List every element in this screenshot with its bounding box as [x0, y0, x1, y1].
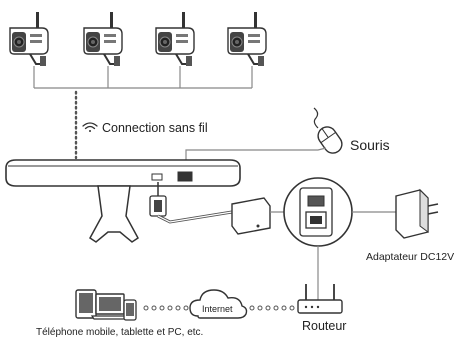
camera-icon: [83, 11, 123, 67]
nvr-power-cable: [149, 182, 233, 224]
router-port-zoom: [283, 177, 353, 247]
devices-label: Téléphone mobile, tablette et PC, etc.: [36, 327, 203, 338]
power-brick: [231, 197, 271, 235]
internet-label: Internet: [202, 304, 233, 314]
cloud-icon: [189, 289, 248, 319]
laptop-icon: [90, 293, 130, 320]
cloud-router-link: [249, 305, 295, 311]
adapter-label: Adaptateur DC12V: [366, 251, 454, 263]
wireless-label: Connection sans fil: [102, 121, 208, 135]
camera-bracket: [33, 66, 253, 89]
tablet-icon: [75, 289, 97, 319]
nvr-monitor: [5, 159, 241, 187]
router-icon: [297, 284, 343, 314]
adapter-icon: [395, 188, 439, 239]
mouse-label: Souris: [350, 137, 390, 153]
devices-cloud-link: [143, 305, 189, 311]
camera-icon: [155, 11, 195, 67]
mouse-cable: [313, 107, 319, 129]
wifi-icon: [82, 122, 98, 132]
monitor-stand: [89, 185, 139, 243]
phone-icon: [123, 299, 137, 321]
camera-icon: [9, 11, 49, 67]
router-label: Routeur: [302, 319, 346, 333]
mouse-icon: [317, 126, 343, 154]
camera-icon: [227, 11, 267, 67]
